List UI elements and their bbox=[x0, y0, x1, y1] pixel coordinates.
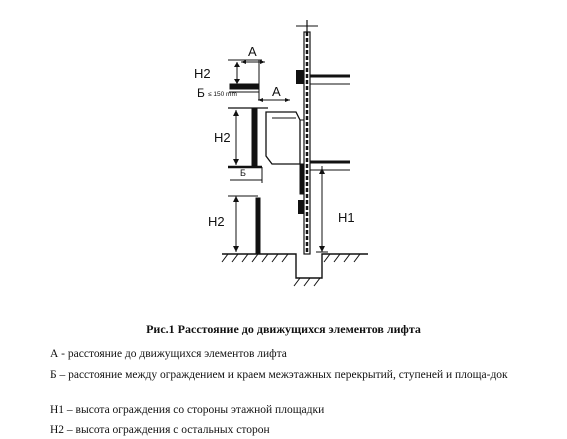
lower-left-guard bbox=[228, 195, 261, 255]
legend-item-b: Б – расстояние между ограждением и краем… bbox=[50, 369, 508, 381]
landing-slabs bbox=[310, 74, 350, 253]
label-b-top-value: ≤ 150 mm bbox=[208, 91, 237, 98]
label-h2-low: H2 bbox=[208, 214, 225, 229]
lift-distance-diagram: А А H2 Б ≤ 150 mm H2 Б H2 H1 bbox=[194, 20, 368, 287]
figure-caption: Рис.1 Расстояние до движущихся элементов… bbox=[146, 322, 421, 336]
label-a-mid: А bbox=[272, 84, 281, 99]
label-b-low: Б bbox=[240, 168, 246, 178]
legend-item-h1: Н1 – высота ограждения со стороны этажно… bbox=[50, 404, 325, 416]
middle-left-platform bbox=[228, 107, 268, 183]
shaft-wall bbox=[296, 20, 318, 255]
legend-item-h2: Н2 – высота ограждения с остальных сторо… bbox=[50, 424, 270, 436]
lift-cabin bbox=[258, 98, 306, 195]
label-h1: H1 bbox=[338, 210, 355, 225]
legend-item-a: А - расстояние до движущихся элементов л… bbox=[50, 348, 287, 360]
label-b-top: Б bbox=[197, 86, 205, 100]
label-h2-top: H2 bbox=[194, 66, 211, 81]
pit-floor bbox=[221, 253, 368, 287]
label-a-top: А bbox=[248, 44, 257, 59]
label-h2-mid: H2 bbox=[214, 130, 231, 145]
upper-left-ledge bbox=[228, 59, 265, 100]
